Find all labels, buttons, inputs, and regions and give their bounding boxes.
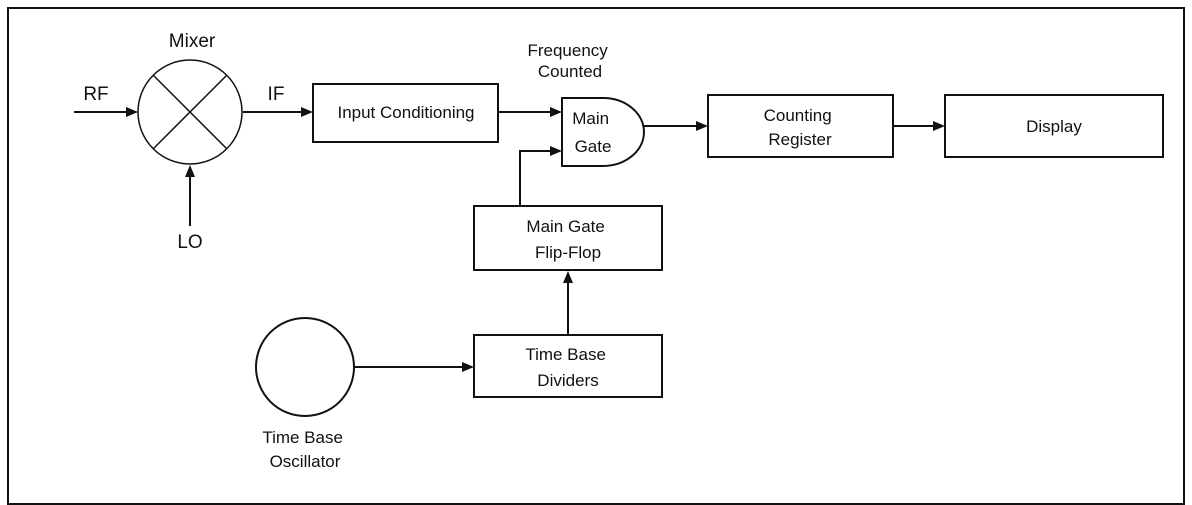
register-to-display-arrowhead [933, 121, 945, 131]
flipflop-to-gate-arrowhead [550, 146, 562, 156]
time-base-oscillator-label: Time Base Oscillator [262, 428, 347, 471]
oscillator-to-dividers-arrowhead [462, 362, 474, 372]
main-gate-flip-flop-label: Main Gate Flip-Flop [526, 217, 609, 262]
counting-register-block: Counting Register [707, 94, 894, 158]
display-box [944, 94, 1164, 158]
display-label: Display [1026, 117, 1082, 136]
input-conditioning-block: Input Conditioning [312, 83, 499, 143]
counting-register-box [707, 94, 894, 158]
if-arrowhead [301, 107, 313, 117]
display-block: Display [944, 94, 1164, 158]
rf-arrowhead [126, 107, 138, 117]
ic-to-gate-arrowhead [550, 107, 562, 117]
mixer-block: Mixer [137, 31, 243, 165]
gate-to-register-arrowhead [696, 121, 708, 131]
diagram-frame [7, 7, 1185, 505]
if-label: IF [268, 84, 285, 105]
input-conditioning-label: Input Conditioning [337, 103, 474, 122]
time-base-oscillator-symbol [255, 317, 355, 417]
flipflop-to-gate-wire [519, 150, 552, 206]
lo-arrowhead [185, 165, 195, 177]
mixer-label: Mixer [169, 31, 216, 52]
main-gate-flip-flop-box [473, 205, 663, 271]
input-conditioning-box [312, 83, 499, 143]
dividers-to-flipflop-arrowhead [563, 271, 573, 283]
mixer-cross-line [152, 74, 228, 150]
main-gate-label: Main Gate [572, 109, 614, 156]
time-base-dividers-label: Time Base Dividers [525, 345, 610, 390]
time-base-dividers-box [473, 334, 663, 398]
lo-label: LO [177, 232, 202, 253]
main-gate-flip-flop-block: Main Gate Flip-Flop [473, 205, 663, 271]
time-base-dividers-block: Time Base Dividers [473, 334, 663, 398]
frequency-counted-label: Frequency Counted [527, 41, 612, 81]
time-base-oscillator-block: Time Base Oscillator [255, 317, 355, 471]
main-gate-block: Main Gate [561, 97, 645, 167]
main-gate-symbol [561, 97, 645, 167]
rf-label: RF [83, 84, 108, 105]
counting-register-label: Counting Register [764, 106, 837, 149]
